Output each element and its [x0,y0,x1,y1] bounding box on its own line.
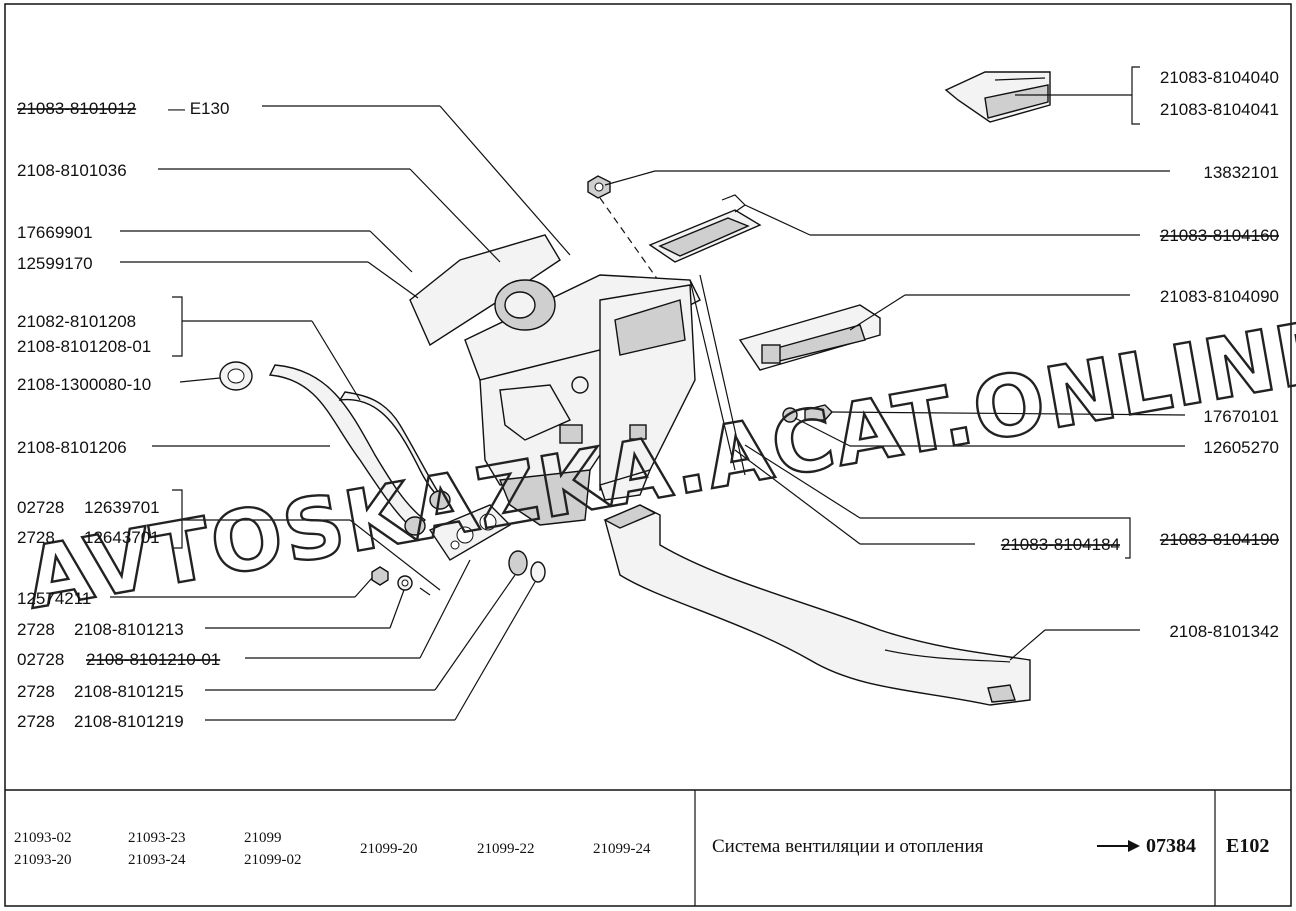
model-code: 21099-02 [244,852,302,868]
section-code: E102 [1226,835,1269,857]
right-labels: 21083-8104040 21083-8104041 13832101 210… [1001,68,1279,641]
diagram-title: Система вентиляции и отопления [712,836,984,857]
reference-code[interactable]: 07384 [1146,835,1196,857]
part-label[interactable]: 21082-8101208 [17,312,136,331]
part-label-prefix: 02728 [17,650,64,669]
part-label[interactable]: 12639701 [84,498,160,517]
part-label-prefix: 2728 [17,712,55,731]
arrow-right-icon [1097,840,1140,852]
part-label[interactable]: 2108-1300080-10 [17,375,151,394]
model-code: 21093-20 [14,852,72,868]
part-label[interactable]: 2108-8101219 [74,712,184,731]
lever-plate-part [648,194,762,263]
model-code: 21099-20 [360,841,418,857]
page-border [4,3,1292,907]
part-label[interactable]: 21083-8104041 [1160,100,1279,119]
part-label[interactable]: 12574211 [17,589,91,608]
heater-housing-part [409,234,746,526]
air-duct-part [603,504,1031,706]
part-label[interactable]: 17669901 [17,223,93,242]
part-label[interactable]: 2108-8101206 [17,438,127,457]
nut-part [587,175,611,199]
leader-lines [110,66,1186,721]
footer: 21093-02 21093-20 21093-23 21093-24 2109… [14,830,1269,868]
model-code: 21099-22 [477,841,535,857]
part-label[interactable]: 21083-8104160 [1160,226,1279,245]
clamp-part [219,361,253,391]
part-label[interactable]: 2108-8101213 [74,620,184,639]
model-code: 21099 [244,830,282,846]
part-label[interactable]: 2108-8101342 [1169,622,1279,641]
part-label-prefix: 2728 [17,528,55,547]
part-label-prefix: 2728 [17,682,55,701]
part-label[interactable]: 2108-8101210-01 [86,650,220,669]
part-label[interactable]: 2108-8101036 [17,161,127,180]
part-label[interactable]: 21083-8101012 [17,99,136,118]
part-label[interactable]: 21083-8104090 [1160,287,1279,306]
model-code: 21093-02 [14,830,72,846]
part-label[interactable]: 21083-8104190 [1160,530,1279,549]
flange-plate-part [428,504,512,561]
control-panel-part [944,71,1051,123]
control-unit-part [738,304,881,371]
part-label[interactable]: 21083-8104040 [1160,68,1279,87]
part-label-suffix: — E130 [168,99,229,118]
part-label[interactable]: 12599170 [17,254,93,273]
model-code: 21093-24 [128,852,186,868]
fasteners-part [371,550,546,596]
left-labels: 21083-8101012 — E130 2108-8101036 176699… [17,99,229,731]
part-label[interactable]: 12605270 [1203,438,1279,457]
part-label-prefix: 02728 [17,498,64,517]
hose-part [268,364,451,536]
part-label[interactable]: 21083-8104184 [1001,535,1120,554]
part-label[interactable]: 17670101 [1203,407,1279,426]
part-label[interactable]: 12643701 [84,528,160,547]
part-label-prefix: 2728 [17,620,55,639]
part-label[interactable]: 2108-8101215 [74,682,184,701]
model-code: 21099-24 [593,841,651,857]
part-label[interactable]: 13832101 [1203,163,1279,182]
model-code: 21093-23 [128,830,186,846]
screw-part [782,404,833,423]
part-label[interactable]: 2108-8101208-01 [17,337,151,356]
parts-drawing [219,71,1051,706]
